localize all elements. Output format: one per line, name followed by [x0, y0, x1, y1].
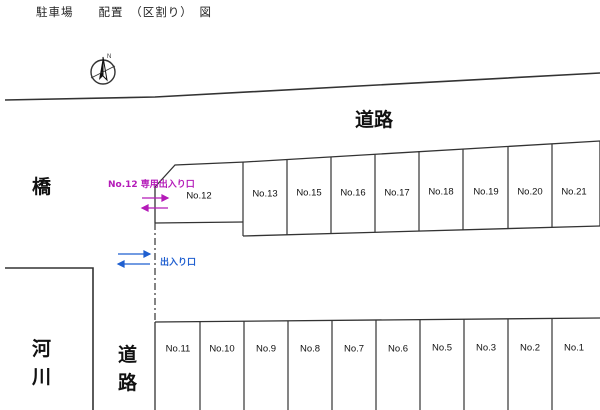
road-top-label: 道路 — [355, 109, 394, 131]
stall-no8: No.8 — [299, 343, 321, 355]
stall-no1: No.1 — [563, 342, 585, 354]
stall-no13: No.13 — [252, 188, 278, 200]
stall-no3: No.3 — [475, 342, 497, 354]
stall-no10: No.10 — [209, 343, 235, 355]
stall-no17: No.17 — [384, 187, 410, 199]
stall-no2: No.2 — [519, 342, 541, 354]
compass-icon: N — [90, 54, 116, 85]
road-left-label: 道 路 — [118, 342, 137, 397]
river-outline — [5, 267, 94, 410]
stall-no21: No.21 — [561, 186, 587, 198]
river-label: 河 川 — [32, 336, 51, 391]
no12-exclusive-entrance-label: No.12 専用出入り口 — [108, 180, 195, 190]
stall-no18: No.18 — [428, 186, 454, 198]
stall-no11: No.11 — [165, 343, 191, 355]
entrance-exit-label: 出入り口 — [160, 258, 197, 268]
river-label-line1: 河 — [32, 338, 52, 360]
bottom-row-dividers — [199, 318, 553, 410]
stall-no20: No.20 — [517, 186, 543, 198]
bridge-label: 橋 — [32, 176, 52, 198]
no12-entrance-arrows-icon — [140, 194, 170, 212]
stall-no6: No.6 — [387, 343, 409, 355]
stall-no16: No.16 — [340, 187, 366, 199]
stall-no7: No.7 — [343, 343, 365, 355]
stall-no15: No.15 — [296, 187, 322, 199]
road-left-label-line2: 路 — [118, 371, 138, 394]
stall-no9: No.9 — [255, 343, 277, 355]
top-row-outline — [154, 140, 600, 237]
stall-no5: No.5 — [431, 342, 453, 354]
bottom-row-outline — [154, 317, 600, 410]
river-label-line2: 川 — [32, 365, 52, 388]
road-left-label-line1: 道 — [118, 344, 138, 366]
entrance-arrows-icon — [116, 250, 152, 268]
top-row-dividers — [242, 144, 553, 236]
compass-north-label: N — [107, 54, 111, 60]
road-boundary-line — [4, 72, 600, 101]
page-title: 駐車場 配置 （区割り） 図 — [36, 5, 212, 19]
stall-no12: No.12 — [186, 190, 212, 202]
stall-no19: No.19 — [473, 186, 499, 198]
